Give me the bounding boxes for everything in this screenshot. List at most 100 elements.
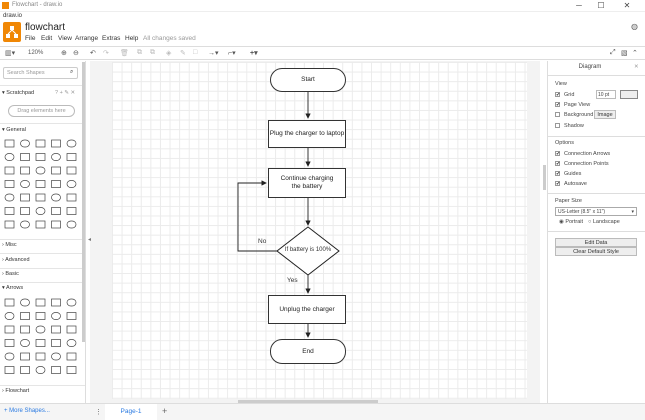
- zoom-out-icon[interactable]: ⊖: [73, 50, 79, 57]
- shape-template[interactable]: [35, 180, 46, 188]
- menu-arrange[interactable]: Arrange: [75, 35, 99, 42]
- arrow-shape-template[interactable]: [4, 339, 15, 347]
- arrow-shape-template[interactable]: [51, 366, 61, 374]
- checkbox-box[interactable]: [555, 112, 560, 118]
- section-advanced[interactable]: › Advanced: [2, 257, 30, 263]
- shape-template[interactable]: [51, 207, 61, 215]
- grid-checkbox[interactable]: ✔Grid: [555, 92, 575, 99]
- insert-icon[interactable]: +▾: [250, 50, 258, 57]
- shape-template[interactable]: [35, 207, 46, 215]
- canvas-vertical-scrollbar[interactable]: [543, 165, 546, 190]
- redo-icon[interactable]: ↷: [103, 50, 109, 57]
- checkbox-box[interactable]: ✔: [555, 181, 561, 188]
- checkbox-box[interactable]: [555, 123, 560, 129]
- delete-icon[interactable]: 🗑: [120, 50, 129, 57]
- search-icon[interactable]: ⌕: [70, 69, 74, 75]
- checkbox-box[interactable]: ✔: [555, 102, 561, 109]
- shape-template[interactable]: [20, 166, 30, 175]
- shape-template[interactable]: [51, 139, 61, 148]
- menu-edit[interactable]: Edit: [41, 35, 53, 42]
- arrow-shape-template[interactable]: [51, 352, 61, 361]
- arrow-shape-template[interactable]: [4, 312, 15, 320]
- arrow-shape-template[interactable]: [51, 325, 61, 334]
- menu-view[interactable]: View: [58, 35, 72, 42]
- shape-template[interactable]: [20, 220, 30, 229]
- shape-template[interactable]: [20, 207, 30, 215]
- to-front-icon[interactable]: ⧉: [137, 49, 142, 56]
- shape-template[interactable]: [35, 166, 46, 175]
- shape-template[interactable]: [20, 193, 30, 202]
- arrow-shape-template[interactable]: [4, 366, 15, 374]
- fullscreen-icon[interactable]: ⤢: [610, 49, 616, 56]
- connection-points-checkbox[interactable]: ✔Connection Points: [555, 161, 609, 168]
- shape-template[interactable]: [4, 207, 15, 215]
- checkbox-box[interactable]: ✔: [555, 92, 561, 99]
- line-color-icon[interactable]: ✎: [180, 50, 186, 57]
- shape-template[interactable]: [4, 180, 15, 188]
- arrow-shape-template[interactable]: [35, 312, 46, 320]
- node-plug-charger[interactable]: Plug the charger to laptop: [268, 120, 346, 148]
- background-checkbox[interactable]: Background: [555, 112, 593, 118]
- edit-data-button[interactable]: Edit Data: [555, 238, 637, 247]
- arrow-shape-template[interactable]: [35, 366, 46, 374]
- shape-template[interactable]: [66, 193, 77, 202]
- connection-icon[interactable]: →▾: [208, 50, 219, 57]
- arrow-shape-template[interactable]: [20, 312, 30, 320]
- arrow-shape-template[interactable]: [4, 298, 15, 307]
- shape-template[interactable]: [20, 139, 30, 148]
- arrow-shape-template[interactable]: [4, 325, 15, 334]
- arrow-shape-template[interactable]: [20, 325, 30, 334]
- waypoints-icon[interactable]: ⌐▾: [228, 50, 236, 57]
- shape-template[interactable]: [35, 139, 46, 148]
- to-back-icon[interactable]: ⧉: [150, 49, 155, 56]
- shape-template[interactable]: [35, 193, 46, 202]
- shape-template[interactable]: [66, 166, 77, 175]
- page-view-checkbox[interactable]: ✔Page View: [555, 102, 591, 109]
- zoom-in-icon[interactable]: ⊕: [61, 50, 67, 57]
- arrow-shape-template[interactable]: [35, 352, 46, 361]
- arrow-shape-template[interactable]: [35, 298, 46, 307]
- shape-template[interactable]: [4, 153, 15, 161]
- arrow-shape-template[interactable]: [66, 298, 77, 307]
- checkbox-box[interactable]: ✔: [555, 151, 561, 158]
- landscape-radio[interactable]: ○ Landscape: [588, 219, 620, 225]
- menu-file[interactable]: File: [25, 35, 36, 42]
- arrow-shape-template[interactable]: [4, 352, 15, 361]
- shape-template[interactable]: [20, 180, 30, 188]
- shape-template[interactable]: [35, 153, 46, 161]
- shape-template[interactable]: [66, 180, 77, 188]
- shape-template[interactable]: [4, 193, 15, 202]
- arrow-shape-template[interactable]: [66, 339, 77, 347]
- image-button[interactable]: Image: [594, 110, 616, 119]
- arrow-shape-template[interactable]: [51, 312, 61, 320]
- shape-template[interactable]: [51, 166, 61, 175]
- sidebar-scrollbar[interactable]: [82, 62, 85, 342]
- edge-decision-no[interactable]: [237, 180, 277, 252]
- connection-arrows-checkbox[interactable]: ✔Connection Arrows: [555, 151, 611, 158]
- shadow-icon[interactable]: □: [193, 49, 198, 56]
- fill-color-icon[interactable]: ◈: [166, 50, 172, 57]
- autosave-checkbox[interactable]: ✔Autosave: [555, 181, 587, 188]
- arrow-shape-template[interactable]: [51, 298, 61, 307]
- arrow-shape-template[interactable]: [35, 325, 46, 334]
- section-flowchart[interactable]: › Flowchart: [2, 388, 30, 394]
- zoom-select[interactable]: 120%: [28, 50, 44, 56]
- node-end[interactable]: End: [270, 339, 346, 364]
- node-continue-charging[interactable]: Continue charging the battery: [268, 168, 346, 198]
- shape-template[interactable]: [66, 220, 77, 229]
- checkbox-box[interactable]: ✔: [555, 171, 561, 178]
- node-unplug-charger[interactable]: Unplug the charger: [268, 295, 346, 324]
- collapse-icon[interactable]: ⌃: [632, 50, 638, 57]
- shape-template[interactable]: [4, 139, 15, 148]
- arrow-shape-template[interactable]: [66, 352, 77, 361]
- shape-template[interactable]: [51, 220, 61, 229]
- arrow-shape-template[interactable]: [66, 325, 77, 334]
- arrow-shape-template[interactable]: [66, 312, 77, 320]
- shape-template[interactable]: [66, 207, 77, 215]
- grid-size-input[interactable]: 10 pt: [596, 90, 616, 99]
- section-basic[interactable]: › Basic: [2, 271, 19, 277]
- clear-default-style-button[interactable]: Clear Default Style: [555, 247, 637, 256]
- shape-template[interactable]: [35, 220, 46, 229]
- undo-icon[interactable]: ↶: [90, 50, 96, 57]
- format-panel-icon[interactable]: ▧: [621, 50, 628, 57]
